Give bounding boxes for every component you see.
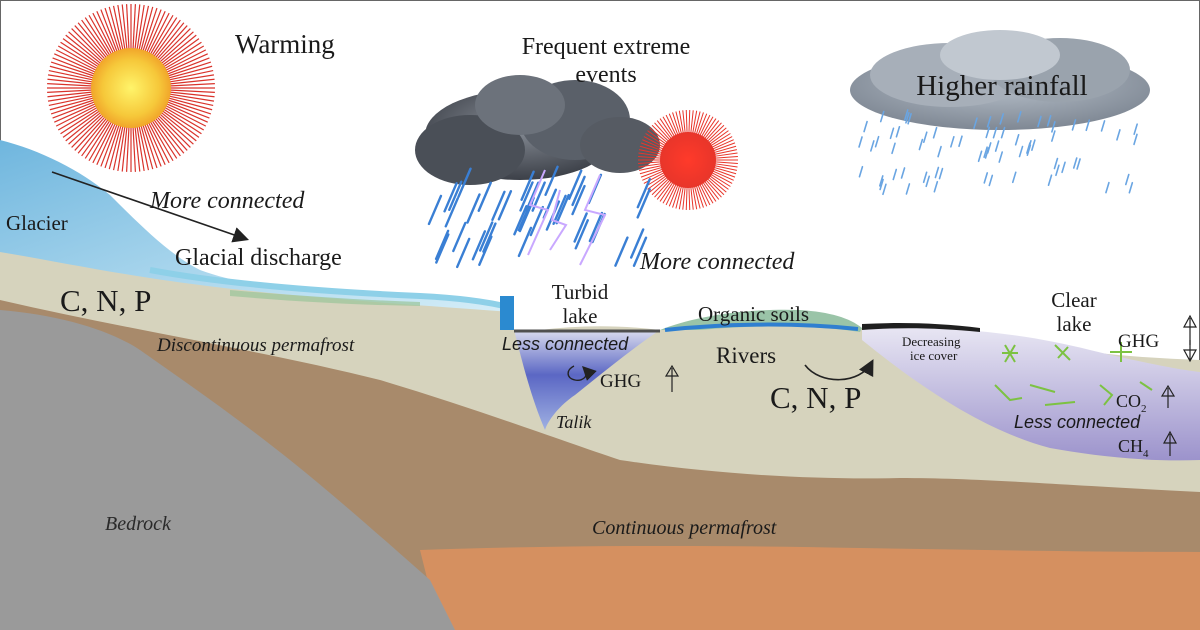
deep-layer [420,545,1200,630]
extreme-events-label-line2: events [575,62,636,88]
warming-label: Warming [235,29,335,59]
bedrock-label: Bedrock [105,513,172,535]
lightning-icon [527,169,607,266]
continuous-permafrost-label: Continuous permafrost [592,517,777,539]
green-bank [230,290,420,306]
ghg-increase-icon [664,364,680,392]
glacial-discharge-label: Glacial discharge [175,245,342,271]
rain-cloud-icon [850,30,1150,130]
glacier-terminus [500,296,514,330]
rainfall [858,109,1138,196]
ghg-turbid-label: GHG [600,371,641,392]
mixing-arrow [567,365,597,382]
co2-label: CO2 [1116,391,1147,415]
river [664,322,859,332]
clear-lake-label-line1: Clear [1051,288,1096,312]
ch4-increase-icon [1162,430,1178,456]
glacier [0,140,512,312]
ch4-label: CH4 [1118,436,1149,460]
river-flow-arrow [804,359,874,381]
organic-soils-label: Organic soils [698,302,809,326]
clear-lake [862,327,1200,461]
extreme-events-label-line1: Frequent extreme [522,34,691,60]
rivers-label: Rivers [716,343,776,368]
ghg-clear-label: GHG [1118,331,1159,352]
turbid-lake-label-line2: lake [563,304,598,328]
more-connected-lower-label: More connected [639,249,795,275]
storm-cloud-icon [415,75,660,185]
less-connected-clear-label: Less connected [1014,412,1141,432]
connectivity-arrow [51,171,250,243]
sun-rays [47,4,215,172]
algae-icon [994,342,1153,406]
storm-sun-icon [660,132,716,188]
ice-cover [862,323,980,332]
cnp-right-label: C, N, P [770,380,861,415]
decreasing-ice-label-line2: ice cover [910,348,958,363]
co2-increase-icon [1160,384,1176,408]
ghg-change-icon [1182,314,1198,363]
decreasing-ice-label-line1: Decreasing [902,334,961,349]
turbid-lake-label-line1: Turbid [552,280,609,304]
less-connected-turbid-label: Less connected [502,334,629,354]
cnp-left-label: C, N, P [60,283,151,318]
higher-rainfall-label: Higher rainfall [916,70,1088,102]
more-connected-upper-label: More connected [149,188,305,214]
bedrock-layer [0,310,455,630]
clear-lake-label-line2: lake [1057,312,1092,336]
sun-icon [91,48,171,128]
talik-label: Talik [556,412,592,432]
discontinuous-permafrost-label: Discontinuous permafrost [156,335,355,356]
glacier-label: Glacier [6,211,68,235]
glacial-discharge-stream [149,267,513,311]
